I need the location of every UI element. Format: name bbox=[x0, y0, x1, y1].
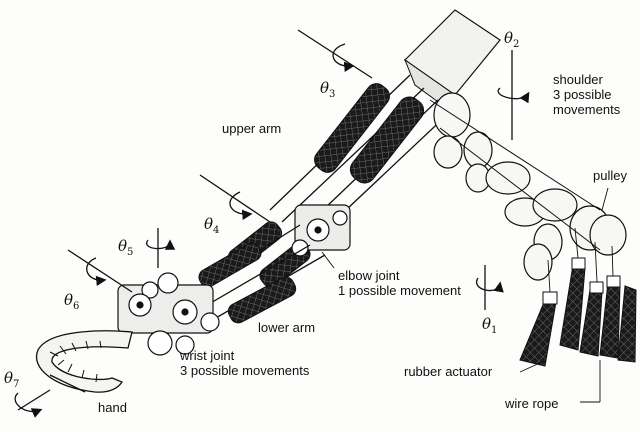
label-wrist-line1: wrist joint bbox=[180, 348, 235, 363]
theta-4: θ4 bbox=[204, 215, 220, 236]
wire-ropes bbox=[547, 227, 614, 293]
label-elbow-line1: elbow joint bbox=[338, 268, 400, 283]
elbow-joint bbox=[291, 204, 351, 257]
leader-lines bbox=[321, 187, 609, 403]
label-pulley: pulley bbox=[593, 168, 627, 183]
theta-2: θ2 bbox=[504, 29, 520, 50]
hand-gripper bbox=[35, 330, 133, 393]
label-shoulder-line3: movements bbox=[553, 102, 621, 117]
theta-1: θ1 bbox=[482, 315, 498, 336]
hanging-actuators bbox=[519, 257, 637, 367]
pulley-connectors bbox=[429, 99, 601, 251]
label-elbow-line2: 1 possible movement bbox=[338, 283, 461, 298]
label-wrist: wrist joint 3 possible movements bbox=[180, 348, 309, 378]
lower-arm-actuators bbox=[198, 242, 297, 324]
theta-5: θ5 bbox=[118, 237, 134, 258]
shoulder-pulleys bbox=[433, 92, 627, 281]
label-shoulder: shoulder 3 possible movements bbox=[553, 72, 620, 117]
label-elbow: elbow joint 1 possible movement bbox=[338, 268, 461, 298]
wrist-joint bbox=[117, 272, 220, 356]
theta-6: θ6 bbox=[64, 291, 80, 312]
label-upper-arm: upper arm bbox=[222, 121, 282, 136]
label-shoulder-line1: shoulder bbox=[553, 72, 603, 87]
label-lower-arm: lower arm bbox=[258, 320, 316, 335]
label-rubber-actuator: rubber actuator bbox=[404, 364, 493, 379]
label-hand: hand bbox=[98, 400, 127, 415]
theta-3: θ3 bbox=[320, 79, 336, 100]
theta-7: θ7 bbox=[4, 369, 20, 390]
label-wire-rope: wire rope bbox=[505, 396, 559, 411]
label-shoulder-line2: 3 possible bbox=[553, 87, 612, 102]
label-wrist-line2: 3 possible movements bbox=[180, 363, 310, 378]
rotation-axes bbox=[14, 29, 530, 418]
